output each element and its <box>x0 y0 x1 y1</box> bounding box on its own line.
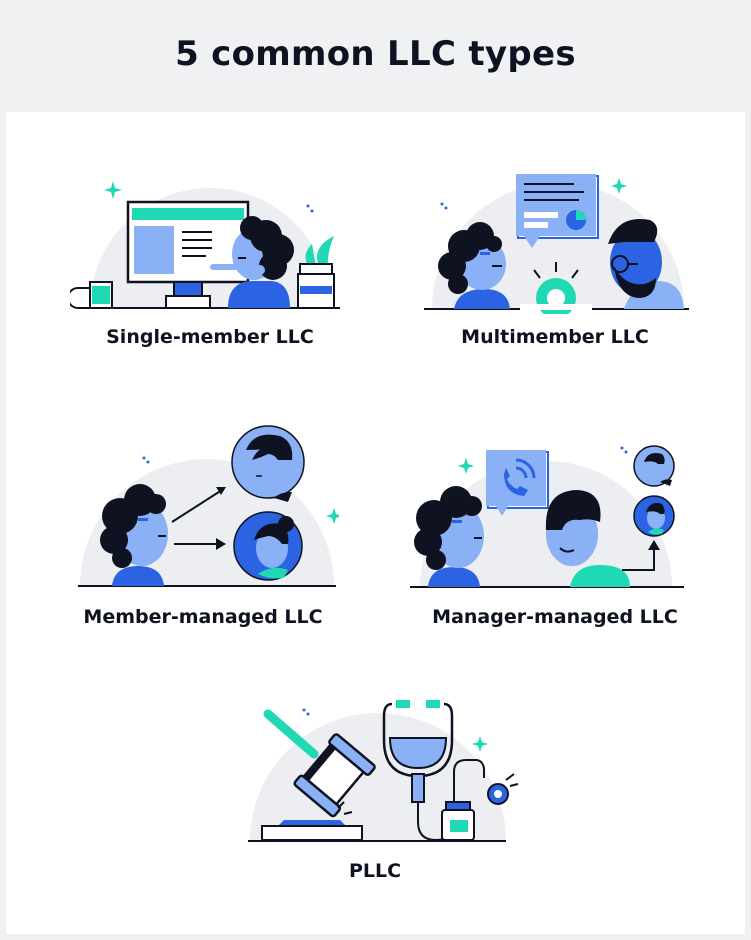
manager-managed-illustration <box>404 444 689 589</box>
pllc-illustration <box>244 696 524 846</box>
multimember-illustration <box>424 166 694 314</box>
member-managed-illustration <box>74 424 339 589</box>
label-pllc: PLLC <box>348 860 402 882</box>
label-manager-managed-llc: Manager-managed LLC <box>432 606 678 628</box>
label-member-managed-llc: Member-managed LLC <box>83 606 323 628</box>
page-title: 5 common LLC types <box>175 34 576 74</box>
header: 5 common LLC types <box>0 0 751 112</box>
single-member-illustration <box>70 178 350 313</box>
label-multimember-llc: Multimember LLC <box>461 326 649 348</box>
label-single-member-llc: Single-member LLC <box>106 326 314 348</box>
